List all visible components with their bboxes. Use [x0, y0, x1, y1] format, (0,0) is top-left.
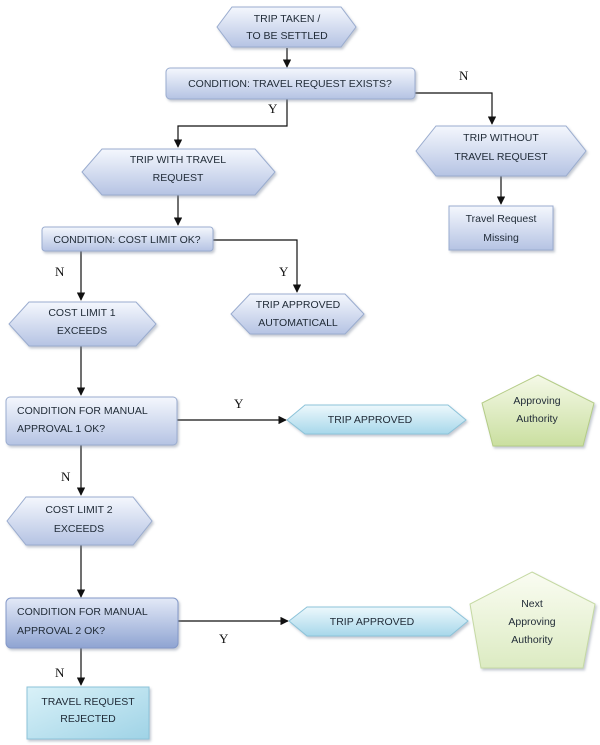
node-auto-line2: AUTOMATICALL [258, 317, 338, 329]
node-auto-line1: TRIP APPROVED [256, 299, 341, 311]
edge-label-cost-yes: Y [279, 264, 289, 279]
node-cost2-line1: COST LIMIT 2 [45, 504, 112, 516]
node-authority2-line3: Authority [511, 634, 553, 646]
node-approving-authority: Approving Authority [481, 374, 595, 447]
node-trip-approved-automatically: TRIP APPROVED AUTOMATICALL [230, 293, 365, 335]
edge-label-cost-no: N [55, 264, 65, 279]
node-missing-line2: Missing [483, 232, 519, 244]
node-cost1-line1: COST LIMIT 1 [48, 307, 115, 319]
edge-travel-yes [173, 99, 288, 148]
edge-label-manual2-no: N [55, 665, 65, 680]
edge-labels: Y N N Y Y N Y N [55, 68, 469, 680]
node-condition-manual-approval-2: CONDITION FOR MANUAL APPROVAL 2 OK? [5, 597, 179, 649]
node-next-approving-authority: Next Approving Authority [469, 571, 596, 669]
node-condition-cost-limit: CONDITION: COST LIMIT OK? [41, 226, 214, 252]
node-cost-limit-1-exceeds: COST LIMIT 1 EXCEEDS [8, 301, 157, 347]
node-authority1-line2: Authority [516, 413, 558, 425]
node-manual2-line2: APPROVAL 2 OK? [17, 625, 105, 637]
edge-label-travel-no: N [459, 68, 469, 83]
node-trip-without-line1: TRIP WITHOUT [463, 132, 539, 144]
node-manual1-line1: CONDITION FOR MANUAL [17, 405, 148, 417]
node-condition-cost-limit-text: CONDITION: COST LIMIT OK? [53, 234, 200, 246]
node-travel-request-rejected: TRAVEL REQUEST REJECTED [26, 686, 150, 740]
edge-label-manual2-yes: Y [219, 631, 229, 646]
node-manual1-line2: APPROVAL 1 OK? [17, 423, 105, 435]
node-approved1-text: TRIP APPROVED [328, 414, 413, 426]
node-cost-limit-2-exceeds: COST LIMIT 2 EXCEEDS [6, 496, 153, 546]
node-trip-approved-2: TRIP APPROVED [288, 606, 469, 637]
node-trip-without-line2: TRAVEL REQUEST [454, 151, 548, 163]
node-rejected-line2: REJECTED [60, 713, 116, 725]
edge-label-travel-yes: Y [268, 101, 278, 116]
edge-travel-no [415, 92, 497, 125]
node-cost2-line2: EXCEEDS [54, 523, 104, 535]
edge-label-manual1-no: N [61, 469, 71, 484]
node-trip-with-travel-request: TRIP WITH TRAVEL REQUEST [81, 148, 276, 196]
node-missing-line1: Travel Request [466, 213, 537, 225]
node-condition-travel-request-text: CONDITION: TRAVEL REQUEST EXISTS? [188, 78, 392, 90]
node-trip-without-travel-request: TRIP WITHOUT TRAVEL REQUEST [415, 125, 587, 177]
node-trip-taken-line1: TRIP TAKEN / [254, 13, 321, 25]
connectors [76, 48, 506, 686]
node-condition-manual-approval-1: CONDITION FOR MANUAL APPROVAL 1 OK? [5, 396, 178, 446]
node-trip-with-line1: TRIP WITH TRAVEL [130, 154, 226, 166]
edge-cost-yes [213, 239, 302, 293]
node-travel-request-missing: Travel Request Missing [448, 205, 554, 251]
node-trip-approved-1: TRIP APPROVED [286, 404, 467, 435]
node-manual2-line1: CONDITION FOR MANUAL [17, 606, 148, 618]
node-authority1-line1: Approving [513, 395, 560, 407]
node-trip-with-line2: REQUEST [153, 172, 204, 184]
node-approved2-text: TRIP APPROVED [330, 616, 415, 628]
node-authority2-line2: Approving [508, 616, 555, 628]
node-condition-travel-request: CONDITION: TRAVEL REQUEST EXISTS? [165, 67, 416, 100]
node-cost1-line2: EXCEEDS [57, 325, 107, 337]
node-rejected-line1: TRAVEL REQUEST [41, 696, 135, 708]
node-trip-taken: TRIP TAKEN / TO BE SETTLED [216, 6, 357, 48]
node-authority2-line1: Next [521, 598, 543, 610]
node-trip-taken-line2: TO BE SETTLED [246, 30, 328, 42]
edge-label-manual1-yes: Y [234, 396, 244, 411]
